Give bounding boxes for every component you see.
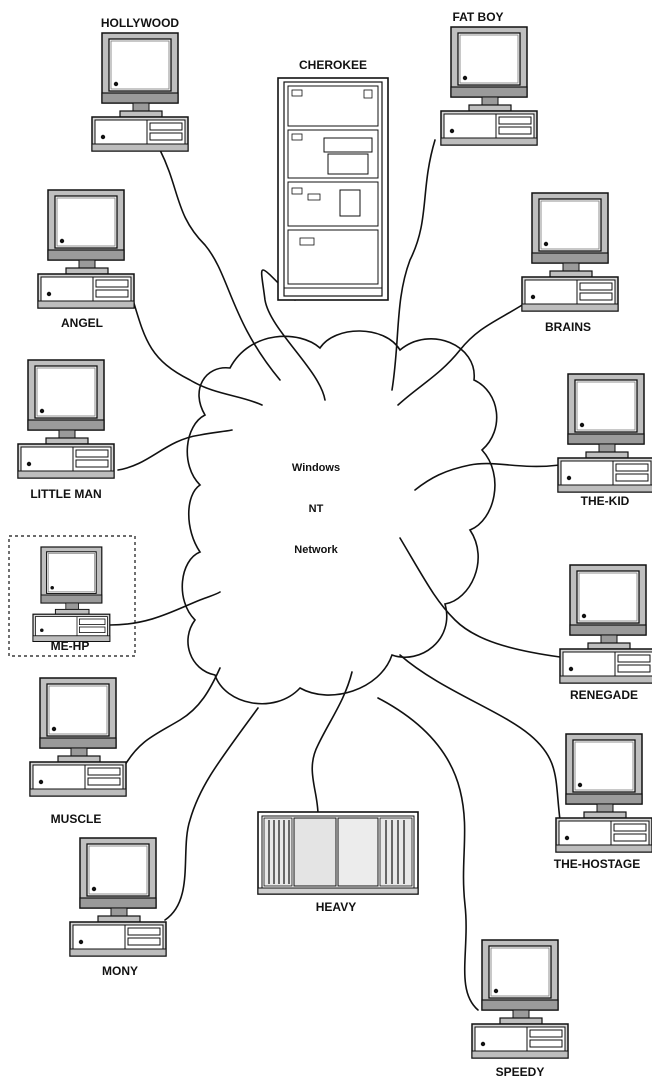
node-label-heavy: HEAVY [316, 900, 356, 914]
network-label-line3: Network [294, 544, 338, 556]
node-thekid[interactable]: THE-KID [558, 374, 652, 508]
network-label-line2: NT [309, 503, 324, 515]
node-muscle[interactable]: MUSCLE [30, 678, 126, 826]
node-heavy[interactable]: HEAVY [258, 812, 418, 914]
node-littleman[interactable]: LITTLE MAN [18, 360, 114, 501]
desktop-computer-icon [33, 547, 110, 641]
node-label-thekid: THE-KID [581, 494, 630, 508]
node-renegade[interactable]: RENEGADE [560, 565, 652, 702]
rack-server-icon [258, 812, 418, 894]
node-brains[interactable]: BRAINS [522, 193, 618, 334]
desktop-computer-icon [441, 27, 537, 145]
node-label-renegade: RENEGADE [570, 688, 638, 702]
server-tower-icon [278, 78, 388, 300]
node-label-hollywood: HOLLYWOOD [101, 16, 180, 30]
network-label-line1: Windows [292, 462, 340, 474]
desktop-computer-icon [472, 940, 568, 1058]
node-label-muscle: MUSCLE [51, 812, 102, 826]
node-label-fatboy: FAT BOY [452, 10, 503, 24]
node-label-thehostage: THE-HOSTAGE [554, 857, 640, 871]
node-label-speedy: SPEEDY [496, 1065, 545, 1079]
desktop-computer-icon [38, 190, 134, 308]
desktop-computer-icon [30, 678, 126, 796]
node-fatboy[interactable]: FAT BOY [441, 10, 537, 145]
node-speedy[interactable]: SPEEDY [472, 940, 568, 1079]
node-angel[interactable]: ANGEL [38, 190, 134, 330]
desktop-computer-icon [558, 374, 652, 492]
desktop-computer-icon [556, 734, 652, 852]
node-label-brains: BRAINS [545, 320, 591, 334]
node-hollywood[interactable]: HOLLYWOOD [92, 16, 188, 151]
desktop-computer-icon [18, 360, 114, 478]
desktop-computer-icon [92, 33, 188, 151]
node-cherokee[interactable]: CHEROKEE [278, 58, 388, 300]
node-label-cherokee: CHEROKEE [299, 58, 367, 72]
desktop-computer-icon [560, 565, 652, 683]
node-label-littleman: LITTLE MAN [30, 487, 101, 501]
node-mony[interactable]: MONY [70, 838, 166, 978]
desktop-computer-icon [70, 838, 166, 956]
network-cloud-icon [182, 331, 496, 704]
desktop-computer-icon [522, 193, 618, 311]
node-label-mony: MONY [102, 964, 138, 978]
node-mehp[interactable]: ME-HP [9, 536, 135, 656]
node-label-mehp: ME-HP [51, 639, 90, 653]
node-label-angel: ANGEL [61, 316, 103, 330]
node-thehostage[interactable]: THE-HOSTAGE [554, 734, 652, 871]
